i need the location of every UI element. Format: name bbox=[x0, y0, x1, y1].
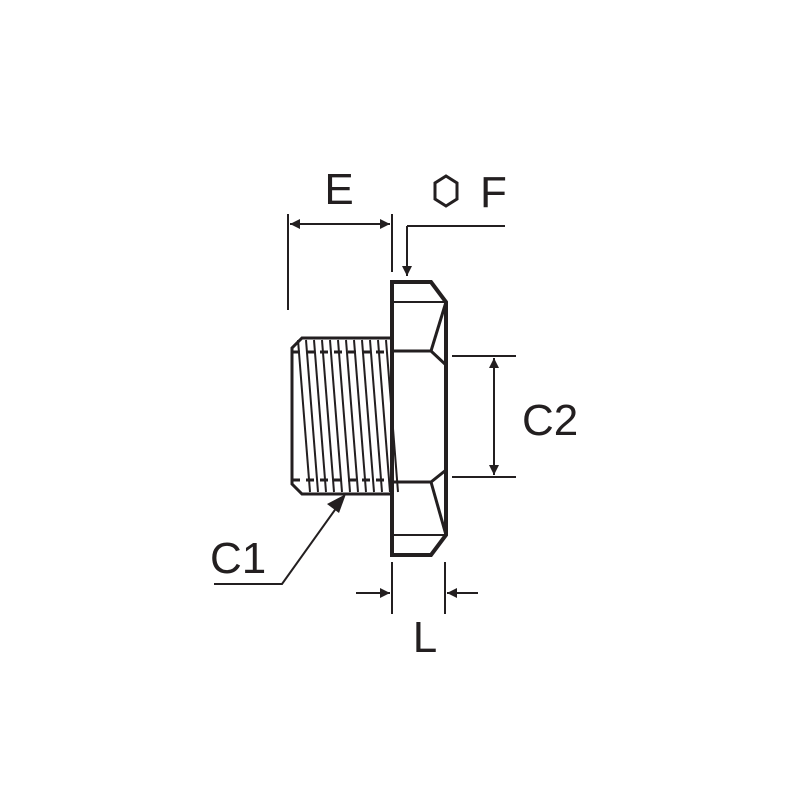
thread-line bbox=[329, 339, 343, 493]
thread-line bbox=[345, 339, 359, 493]
thread-line bbox=[361, 339, 375, 493]
dimension-c2: C2 bbox=[452, 355, 578, 478]
thread-line bbox=[313, 339, 327, 493]
thread-line bbox=[305, 339, 319, 493]
thread-line bbox=[297, 339, 311, 493]
thread-line bbox=[337, 339, 351, 493]
dimension-e: E bbox=[287, 165, 393, 310]
dimension-l: L bbox=[356, 562, 478, 662]
threaded-body bbox=[290, 336, 399, 496]
thread-line bbox=[321, 339, 335, 493]
thread-lines bbox=[297, 339, 399, 493]
thread-line bbox=[353, 339, 367, 493]
dimension-e-label: E bbox=[324, 165, 353, 214]
hexagon-icon bbox=[433, 174, 459, 208]
dimension-l-label: L bbox=[413, 613, 437, 662]
dimension-f-label: F bbox=[480, 168, 507, 217]
callout-c1-label: C1 bbox=[210, 534, 266, 583]
thread-line bbox=[369, 339, 383, 493]
dimension-f: F bbox=[402, 168, 507, 276]
callout-c1: C1 bbox=[210, 494, 346, 585]
dimension-c2-label: C2 bbox=[522, 396, 578, 445]
hex-head bbox=[390, 280, 448, 557]
thread-line bbox=[377, 339, 391, 493]
